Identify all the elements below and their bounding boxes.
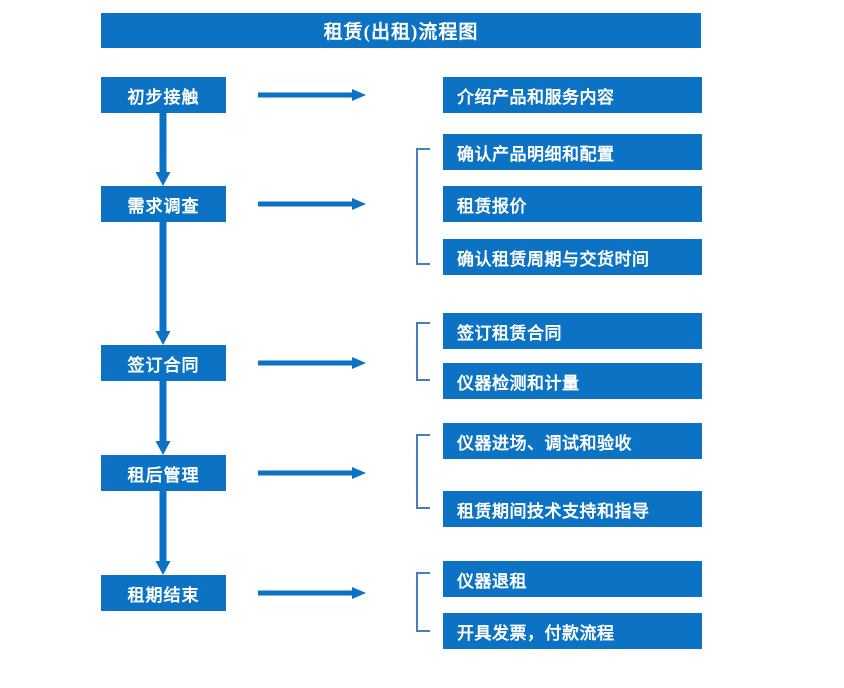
detail-box-5: 签订租赁合同 <box>443 313 702 349</box>
group-bracket-4 <box>416 572 430 632</box>
detail-box-4: 确认租赁周期与交货时间 <box>443 239 702 275</box>
detail-box-9: 仪器退租 <box>443 561 702 597</box>
flow-arrow-right-1 <box>258 89 366 101</box>
stage-box-1: 初步接触 <box>101 77 226 113</box>
detail-box-2: 确认产品明细和配置 <box>443 134 702 170</box>
stage-box-4: 租后管理 <box>101 455 226 491</box>
detail-box-8: 租赁期间技术支持和指导 <box>443 491 702 527</box>
group-bracket-3 <box>416 434 430 509</box>
detail-box-1: 介绍产品和服务内容 <box>443 77 702 113</box>
flow-arrow-right-4 <box>258 467 366 479</box>
group-bracket-2 <box>416 322 430 381</box>
detail-box-7: 仪器进场、调试和验收 <box>443 423 702 459</box>
stage-box-5: 租期结束 <box>101 575 226 611</box>
stage-box-2: 需求调查 <box>101 186 226 222</box>
flow-arrow-right-5 <box>258 587 366 599</box>
detail-box-10: 开具发票，付款流程 <box>443 613 702 649</box>
flow-arrow-right-2 <box>258 198 366 210</box>
flow-arrow-right-3 <box>258 357 366 369</box>
page-title: 租赁(出租)流程图 <box>101 13 701 48</box>
group-bracket-1 <box>416 148 430 265</box>
flow-arrow-down-2 <box>155 222 171 345</box>
stage-box-3: 签订合同 <box>101 345 226 381</box>
flow-arrow-down-3 <box>155 381 171 455</box>
flow-arrow-down-4 <box>155 491 171 575</box>
flow-arrow-down-1 <box>155 113 171 186</box>
detail-box-6: 仪器检测和计量 <box>443 363 702 399</box>
detail-box-3: 租赁报价 <box>443 186 702 222</box>
